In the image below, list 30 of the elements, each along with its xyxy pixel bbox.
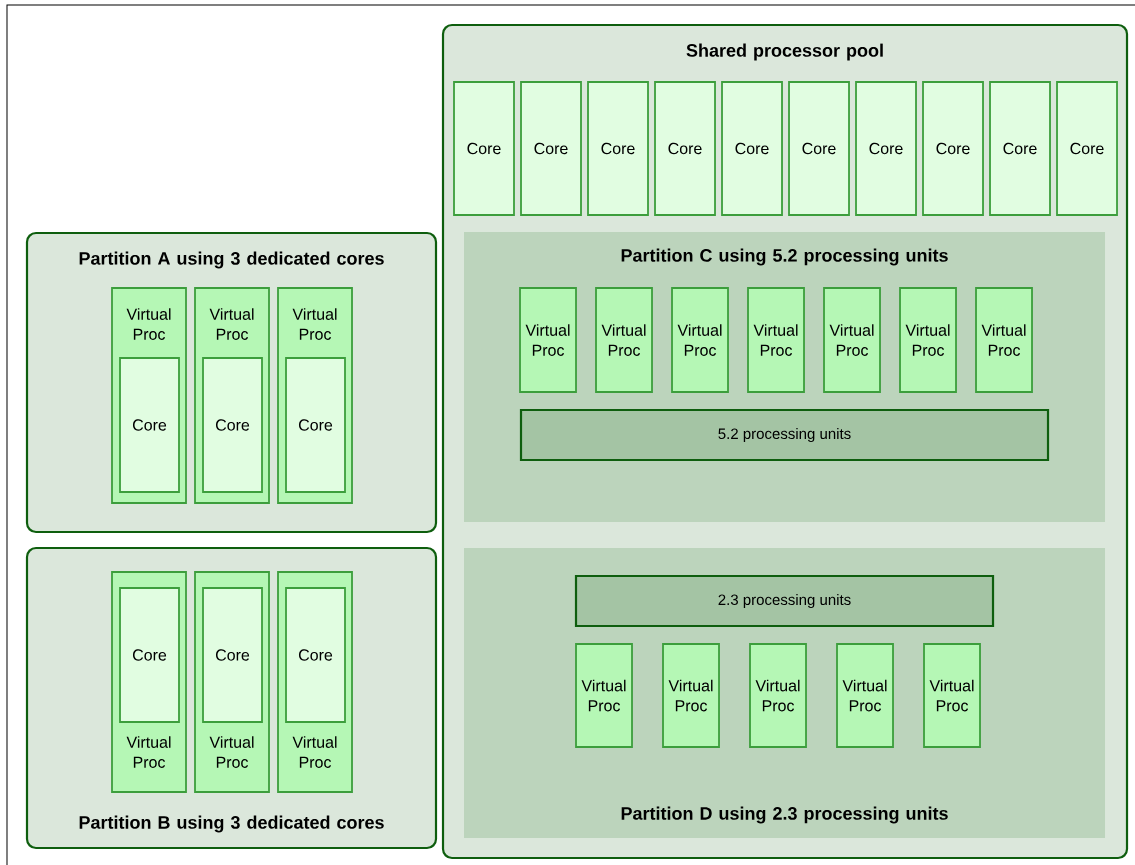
core-box: Core [119,357,180,493]
virtual-processor-box: Virtual Proc [747,287,805,393]
core-box: Core [989,81,1051,216]
core-box: Core [721,81,783,216]
core-box: Core [202,587,263,723]
virtual-processor-box: Virtual Proc [749,643,807,748]
virtual-processor-box: Virtual Proc [975,287,1033,393]
core-box: Core [654,81,716,216]
core-box: Core [922,81,984,216]
core-box: Core [520,81,582,216]
virtual-processor-box: Virtual Proc [662,643,720,748]
virtual-processor-box: Virtual Proc [823,287,881,393]
core-box: Core [285,587,346,723]
core-box: Core [119,587,180,723]
virtual-processor-box: Virtual Proc [836,643,894,748]
core-box: Core [285,357,346,493]
virtual-processor-box: Virtual Proc [923,643,981,748]
core-box: Core [587,81,649,216]
virtual-processor-box: Virtual Proc [671,287,729,393]
core-box: Core [788,81,850,216]
core-box: Core [453,81,515,216]
core-box: Core [1056,81,1118,216]
virtual-processor-box: Virtual Proc [519,287,577,393]
virtual-processor-box: Virtual Proc [575,643,633,748]
virtual-processor-box: Virtual Proc [899,287,957,393]
core-box: Core [202,357,263,493]
processing-units-bar: 5.2 processing units [519,408,1050,462]
virtual-processor-box: Virtual Proc [595,287,653,393]
core-box: Core [855,81,917,216]
processing-units-bar: 2.3 processing units [574,574,995,628]
